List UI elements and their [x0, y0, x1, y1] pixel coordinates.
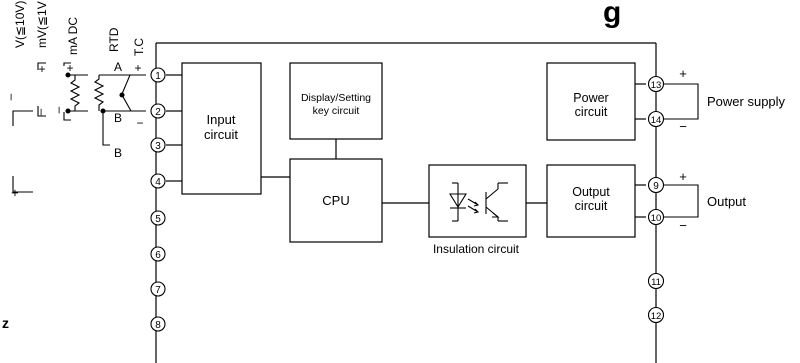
- output-plus-sign: +: [679, 169, 687, 184]
- terminal-13[interactable]: [647, 75, 665, 93]
- output-circuit-label-line1: Output: [572, 185, 610, 199]
- ma-minus-sign: –: [51, 106, 65, 113]
- terminal-2-label: 2: [155, 107, 161, 118]
- left-terminal-block: 1 2 3 4 5 6 7 8: [150, 67, 166, 332]
- left-plus-sign: +: [7, 189, 22, 197]
- terminal-3[interactable]: [150, 137, 166, 153]
- terminal-4-label: 4: [155, 177, 161, 188]
- terminal-8[interactable]: [150, 316, 166, 332]
- terminal-9[interactable]: [647, 176, 665, 194]
- power-circuit-label-line1: Power: [573, 91, 608, 105]
- terminal-7-label: 7: [155, 285, 161, 296]
- millivolt-input-label: mV(≦1V: [35, 1, 49, 48]
- input-circuit-label-line2: circuit: [204, 127, 238, 142]
- tc-minus-sign: −: [136, 116, 143, 130]
- output-circuit-label-line2: circuit: [575, 199, 608, 213]
- terminal-7[interactable]: [150, 281, 166, 297]
- terminal-1[interactable]: [150, 67, 166, 83]
- millivolt-minus-sign: –: [33, 108, 47, 115]
- right-terminal-block: 13 14 9 10 11 12: [647, 75, 665, 324]
- external-connections: [664, 83, 699, 218]
- frame-letter: z: [2, 315, 9, 331]
- terminal-14-label: 14: [651, 115, 662, 126]
- display-setting-label-line1: Display/Setting: [301, 92, 371, 104]
- ma-plus-sign: +: [66, 61, 73, 75]
- power-circuit-block: [546, 62, 636, 141]
- diagram-title-fragment: g: [603, 0, 621, 29]
- terminal-2[interactable]: [150, 103, 166, 119]
- insulation-circuit-label: Insulation circuit: [433, 242, 520, 256]
- terminal-6[interactable]: [150, 246, 166, 262]
- terminal-11[interactable]: [647, 272, 665, 290]
- terminal-1-label: 1: [155, 71, 161, 82]
- power-circuit-label-line2: circuit: [575, 105, 608, 119]
- thermocouple-input-label: T.C: [132, 38, 146, 56]
- rtd-input-label: RTD: [107, 27, 121, 52]
- output-minus-sign: −: [679, 218, 687, 233]
- insulation-circuit-block: [428, 164, 527, 238]
- terminal-10[interactable]: [647, 208, 665, 226]
- voltage-input-label: V(≦10V): [13, 1, 27, 48]
- power-plus-sign: +: [679, 66, 687, 81]
- terminal-8-label: 8: [155, 320, 161, 331]
- terminal-9-label: 9: [653, 181, 659, 192]
- output-circuit-block: [546, 164, 636, 238]
- power-minus-sign: −: [679, 119, 687, 134]
- voltage-plus-sign: +: [38, 62, 45, 76]
- voltage-minus-sign: –: [3, 93, 17, 100]
- terminal-5-label: 5: [155, 214, 161, 225]
- terminal-11-label: 11: [651, 277, 661, 288]
- current-input-label: mA DC: [66, 17, 80, 55]
- terminal-6-label: 6: [155, 250, 161, 261]
- terminal-4[interactable]: [150, 173, 166, 189]
- rtd-terminal-b2: B: [114, 146, 122, 160]
- output-label: Output: [707, 194, 746, 209]
- input-circuit-block: [181, 62, 262, 195]
- terminal-12[interactable]: [647, 306, 665, 324]
- terminal-14[interactable]: [647, 110, 665, 128]
- input-circuit-label-line1: Input: [207, 112, 236, 127]
- rtd-terminal-b1: B: [114, 111, 122, 125]
- tc-plus-sign: +: [134, 61, 141, 75]
- power-supply-label: Power supply: [707, 94, 786, 109]
- terminal-3-label: 3: [155, 141, 161, 152]
- internal-wiring: [166, 74, 646, 218]
- rtd-terminal-a: A: [114, 60, 122, 74]
- terminal-10-label: 10: [651, 213, 662, 224]
- cpu-label: CPU: [322, 193, 349, 208]
- input-wiring: [12, 62, 146, 193]
- terminal-5[interactable]: [150, 210, 166, 226]
- terminal-13-label: 13: [651, 80, 662, 91]
- display-setting-label-line2: key circuit: [313, 105, 360, 117]
- optocoupler-icon: [449, 182, 508, 222]
- terminal-12-label: 12: [651, 311, 662, 322]
